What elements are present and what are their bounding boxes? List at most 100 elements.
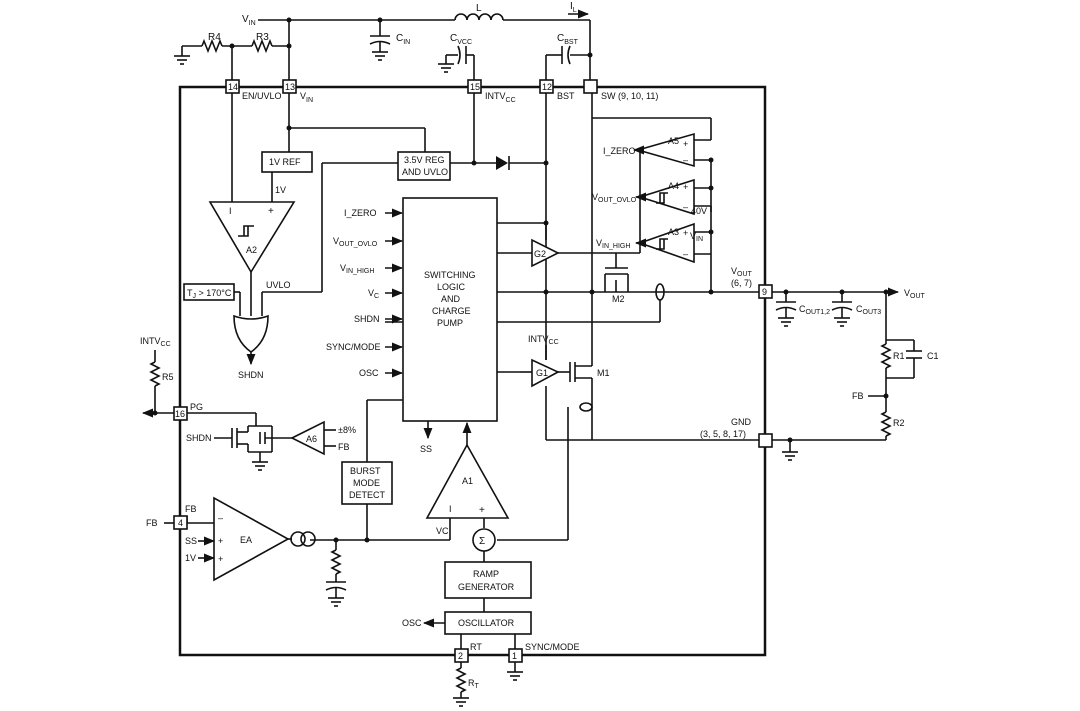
logic-label-5: PUMP: [437, 318, 463, 328]
pin-15: 15: [470, 82, 480, 92]
a5-minus: –: [683, 155, 688, 165]
comparators-right: [632, 132, 712, 264]
uvlo-label: UVLO: [266, 280, 291, 290]
vin-pin-label: VIN: [300, 91, 313, 104]
burst-label-3: DETECT: [349, 490, 386, 500]
output-network: [772, 287, 922, 461]
c1-label: C1: [927, 351, 939, 361]
fb-pin-label: FB: [185, 504, 197, 514]
cin-label: CIN: [396, 33, 410, 46]
r1-label: R1: [893, 351, 905, 361]
a1-minus: I: [449, 504, 452, 514]
gnd-label: GND: [731, 417, 752, 427]
pin-16-box: [173, 406, 188, 421]
switching-logic-block: [402, 197, 498, 422]
intvcc-pin-label: INTVCC: [485, 91, 516, 104]
a2-comparator: [208, 201, 296, 274]
osc-out-label: OSC: [402, 618, 422, 628]
pin-1: 1: [512, 651, 517, 661]
a6-label: A6: [306, 434, 317, 444]
a3-label: A3: [668, 227, 679, 237]
ea-1v-label: 1V: [185, 553, 196, 563]
m1-label: M1: [597, 368, 610, 378]
bst-pin-label: BST: [557, 91, 575, 101]
il-label: IL: [570, 1, 577, 14]
logic-in-vout-ovlo: VOUT_OVLO: [333, 236, 378, 248]
pg-network: [141, 350, 336, 471]
logic-label-3: AND: [441, 294, 461, 304]
tj-label: TJ > 170°C: [187, 288, 232, 300]
rt-ext-label: RT: [468, 678, 480, 690]
a1-label: A1: [462, 476, 473, 486]
pin-1-box: [508, 648, 523, 663]
r3-label: R3: [256, 32, 269, 43]
g1-label: G1: [536, 368, 548, 378]
top-external-wiring: [174, 9, 593, 83]
a5-out-label: I_ZERO: [603, 146, 636, 156]
ea-plus-1: +: [218, 536, 223, 546]
inductor-l: [454, 13, 504, 21]
a5-plus: +: [683, 139, 688, 149]
g2-label: G2: [534, 249, 546, 259]
a6-pm8-label: ±8%: [338, 425, 356, 435]
m2-label: M2: [612, 294, 625, 304]
internal-wiring: [231, 93, 759, 541]
pg-label: PG: [190, 402, 203, 412]
pin-16: 16: [175, 409, 185, 419]
gm-circle-1: [290, 531, 306, 547]
g1-driver: [531, 358, 560, 388]
ramp-generator-block: [444, 561, 532, 599]
a1-amplifier: [425, 443, 510, 519]
a4-label: A4: [668, 181, 679, 191]
cout3-label: COUT3: [856, 304, 881, 316]
ref-1v-block: [261, 151, 313, 173]
vout-pins: (6, 7): [731, 278, 752, 288]
pg-shdn-label: SHDN: [186, 433, 212, 443]
a1-plus: +: [479, 505, 485, 516]
a6-comparator: [290, 420, 325, 456]
cbst-label: CBST: [557, 33, 579, 46]
cvcc-label: CVCC: [450, 33, 472, 46]
a5-comparator: [635, 132, 695, 168]
a4-out-label: VOUT_OVLO: [592, 192, 637, 204]
a3-out-label: VIN_HIGH: [596, 238, 630, 250]
a5-label: A5: [668, 136, 679, 146]
sw-pin-label: SW (9, 10, 11): [601, 91, 658, 101]
tj-block: [183, 283, 235, 301]
logic-in-izero: I_ZERO: [344, 208, 377, 218]
reg-label-1: 3.5V REG: [404, 155, 445, 165]
ovlo-40v-label: 40V: [691, 206, 707, 216]
pin-9: 9: [762, 287, 767, 297]
a4-plus: +: [683, 182, 688, 192]
a3-comparator: [637, 222, 695, 264]
ramp-label-1: RAMP: [473, 569, 499, 579]
r4-label: R4: [208, 32, 221, 43]
inductor-label: L: [476, 3, 482, 14]
logic-in-osc: OSC: [359, 368, 379, 378]
a3-vin-label: VIN: [690, 231, 703, 243]
summer-symbol: Σ: [479, 536, 485, 547]
a6-fb-label: FB: [338, 442, 350, 452]
burst-label-2: MODE: [353, 478, 380, 488]
a2-plus: +: [268, 206, 274, 217]
a1-vc-label: VC: [436, 526, 449, 536]
logic-label-2: LOGIC: [437, 282, 466, 292]
or-shdn-label: SHDN: [238, 370, 264, 380]
current-sense-bottom: [579, 402, 593, 412]
g2-driver: [531, 238, 560, 268]
a4-minus: –: [683, 202, 688, 212]
en-uvlo-pin-label: EN/UVLO: [242, 91, 282, 101]
intvcc-g1-label: INTVCC: [528, 334, 559, 346]
cout12-label: COUT1,2: [799, 304, 830, 316]
burst-label-1: BURST: [350, 466, 381, 476]
resistor-r4: [201, 38, 223, 54]
ea-minus: –: [218, 513, 223, 523]
a2-minus: I: [229, 206, 232, 216]
oscillator-label: OSCILLATOR: [458, 618, 515, 628]
ref-1v-out: 1V: [275, 185, 286, 195]
logic-in-shdn: SHDN: [354, 314, 380, 324]
pin-2: 2: [458, 651, 463, 661]
ss-out-label: SS: [420, 444, 432, 454]
gm-circle-2: [300, 531, 316, 547]
or-gate: [233, 314, 269, 353]
